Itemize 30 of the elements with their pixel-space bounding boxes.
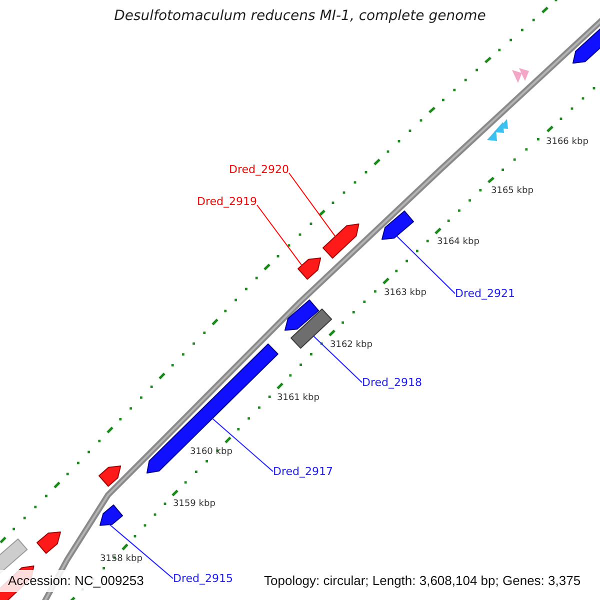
- gene-label: Dred_2917: [273, 465, 333, 478]
- gene-feature: [285, 300, 319, 330]
- gene-label: Dred_2920: [229, 163, 289, 176]
- position-tick-label: 3158 kbp: [100, 554, 142, 564]
- gene-feature: [382, 210, 414, 239]
- position-tick-label: 3162 kbp: [330, 340, 372, 350]
- gene-feature: [323, 224, 359, 258]
- position-tick-label: 3164 kbp: [437, 237, 480, 247]
- leader-line: [396, 235, 456, 294]
- position-tick-label: 3160 kbp: [190, 447, 232, 457]
- gene-label: Dred_2919: [197, 195, 257, 208]
- leader-line: [212, 418, 274, 472]
- gene-label: Dred_2915: [173, 572, 233, 585]
- gene-block: [291, 308, 332, 348]
- leader-line: [313, 336, 362, 383]
- position-tick-label: 3161 kbp: [277, 393, 320, 403]
- leader-line: [108, 524, 174, 579]
- gene-feature: [298, 258, 321, 280]
- gene-label: Dred_2921: [455, 287, 515, 300]
- gene-feature: [99, 466, 121, 486]
- gene-feature: [100, 504, 122, 525]
- gene-feature: [37, 532, 61, 554]
- gene-label: Dred_2918: [362, 376, 422, 389]
- position-tick-label: 3165 kbp: [491, 186, 534, 196]
- leader-line: [256, 204, 302, 266]
- leader-line: [288, 172, 336, 238]
- position-tick-label: 3166 kbp: [546, 137, 588, 147]
- position-tick-label: 3159 kbp: [173, 499, 216, 509]
- diagram-title: Desulfotomaculum reducens MI-1, complete genome: [113, 8, 487, 24]
- position-tick-label: 3163 kbp: [384, 288, 426, 298]
